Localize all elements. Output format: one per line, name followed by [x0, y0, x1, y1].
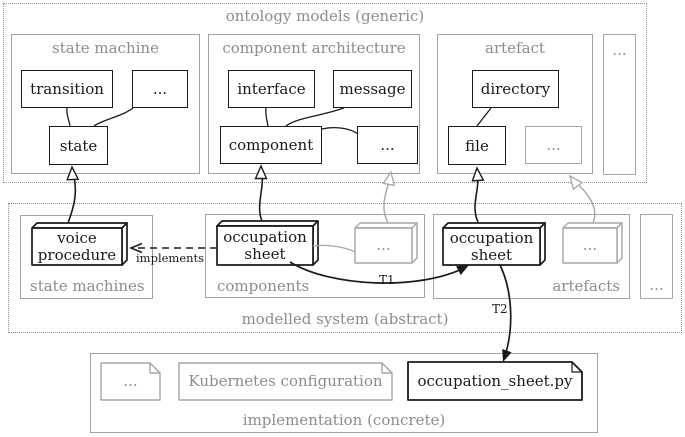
state-machine-title: state machine	[52, 39, 159, 57]
interface-class-box: interface	[228, 70, 315, 108]
implements-edge-label: implements	[136, 251, 205, 265]
components-label: components	[217, 277, 310, 295]
state-machine-more-box: ...	[132, 70, 188, 108]
modelled-system-more-box: ...	[640, 214, 673, 299]
occupation-sheet-component-label: occupation sheet	[223, 227, 307, 263]
artefacts-more-label: ...	[582, 236, 598, 254]
component-architecture-more-box: ...	[357, 126, 418, 164]
kubernetes-configuration-note-label: Kubernetes configuration	[188, 372, 383, 390]
state-machines-label: state machines	[30, 277, 145, 295]
occupation-sheet-py-note-label: occupation_sheet.py	[417, 371, 573, 390]
ontology-models-layer	[3, 3, 647, 183]
message-class-box: message	[333, 70, 412, 108]
artefact-title: artefact	[485, 39, 545, 57]
file-class-box: file	[448, 126, 506, 165]
components-more-label: ...	[376, 236, 391, 254]
modelled-system-title: modelled system (abstract)	[241, 310, 449, 328]
component-architecture-title: component architecture	[222, 39, 406, 57]
artefact-more-box: ...	[525, 126, 582, 164]
t2-edge-label: T2	[492, 302, 508, 316]
directory-class-box: directory	[472, 70, 559, 108]
transition-class-box: transition	[21, 70, 113, 108]
t1-edge-label: T1	[379, 273, 395, 287]
ontology-models-title: ontology models (generic)	[225, 7, 425, 25]
voice-procedure-instance-label: voice procedure	[37, 228, 117, 264]
state-class-box: state	[49, 126, 108, 165]
modelled-system-layer	[8, 203, 682, 333]
ontology-more-box: ...	[603, 34, 636, 175]
occupation-sheet-artefact-label: occupation sheet	[449, 228, 534, 264]
implementation-title: implementation (concrete)	[242, 411, 446, 429]
artefacts-label: artefacts	[552, 277, 620, 295]
component-class-box: component	[220, 126, 322, 164]
implementation-more-note-label: ...	[123, 372, 138, 390]
